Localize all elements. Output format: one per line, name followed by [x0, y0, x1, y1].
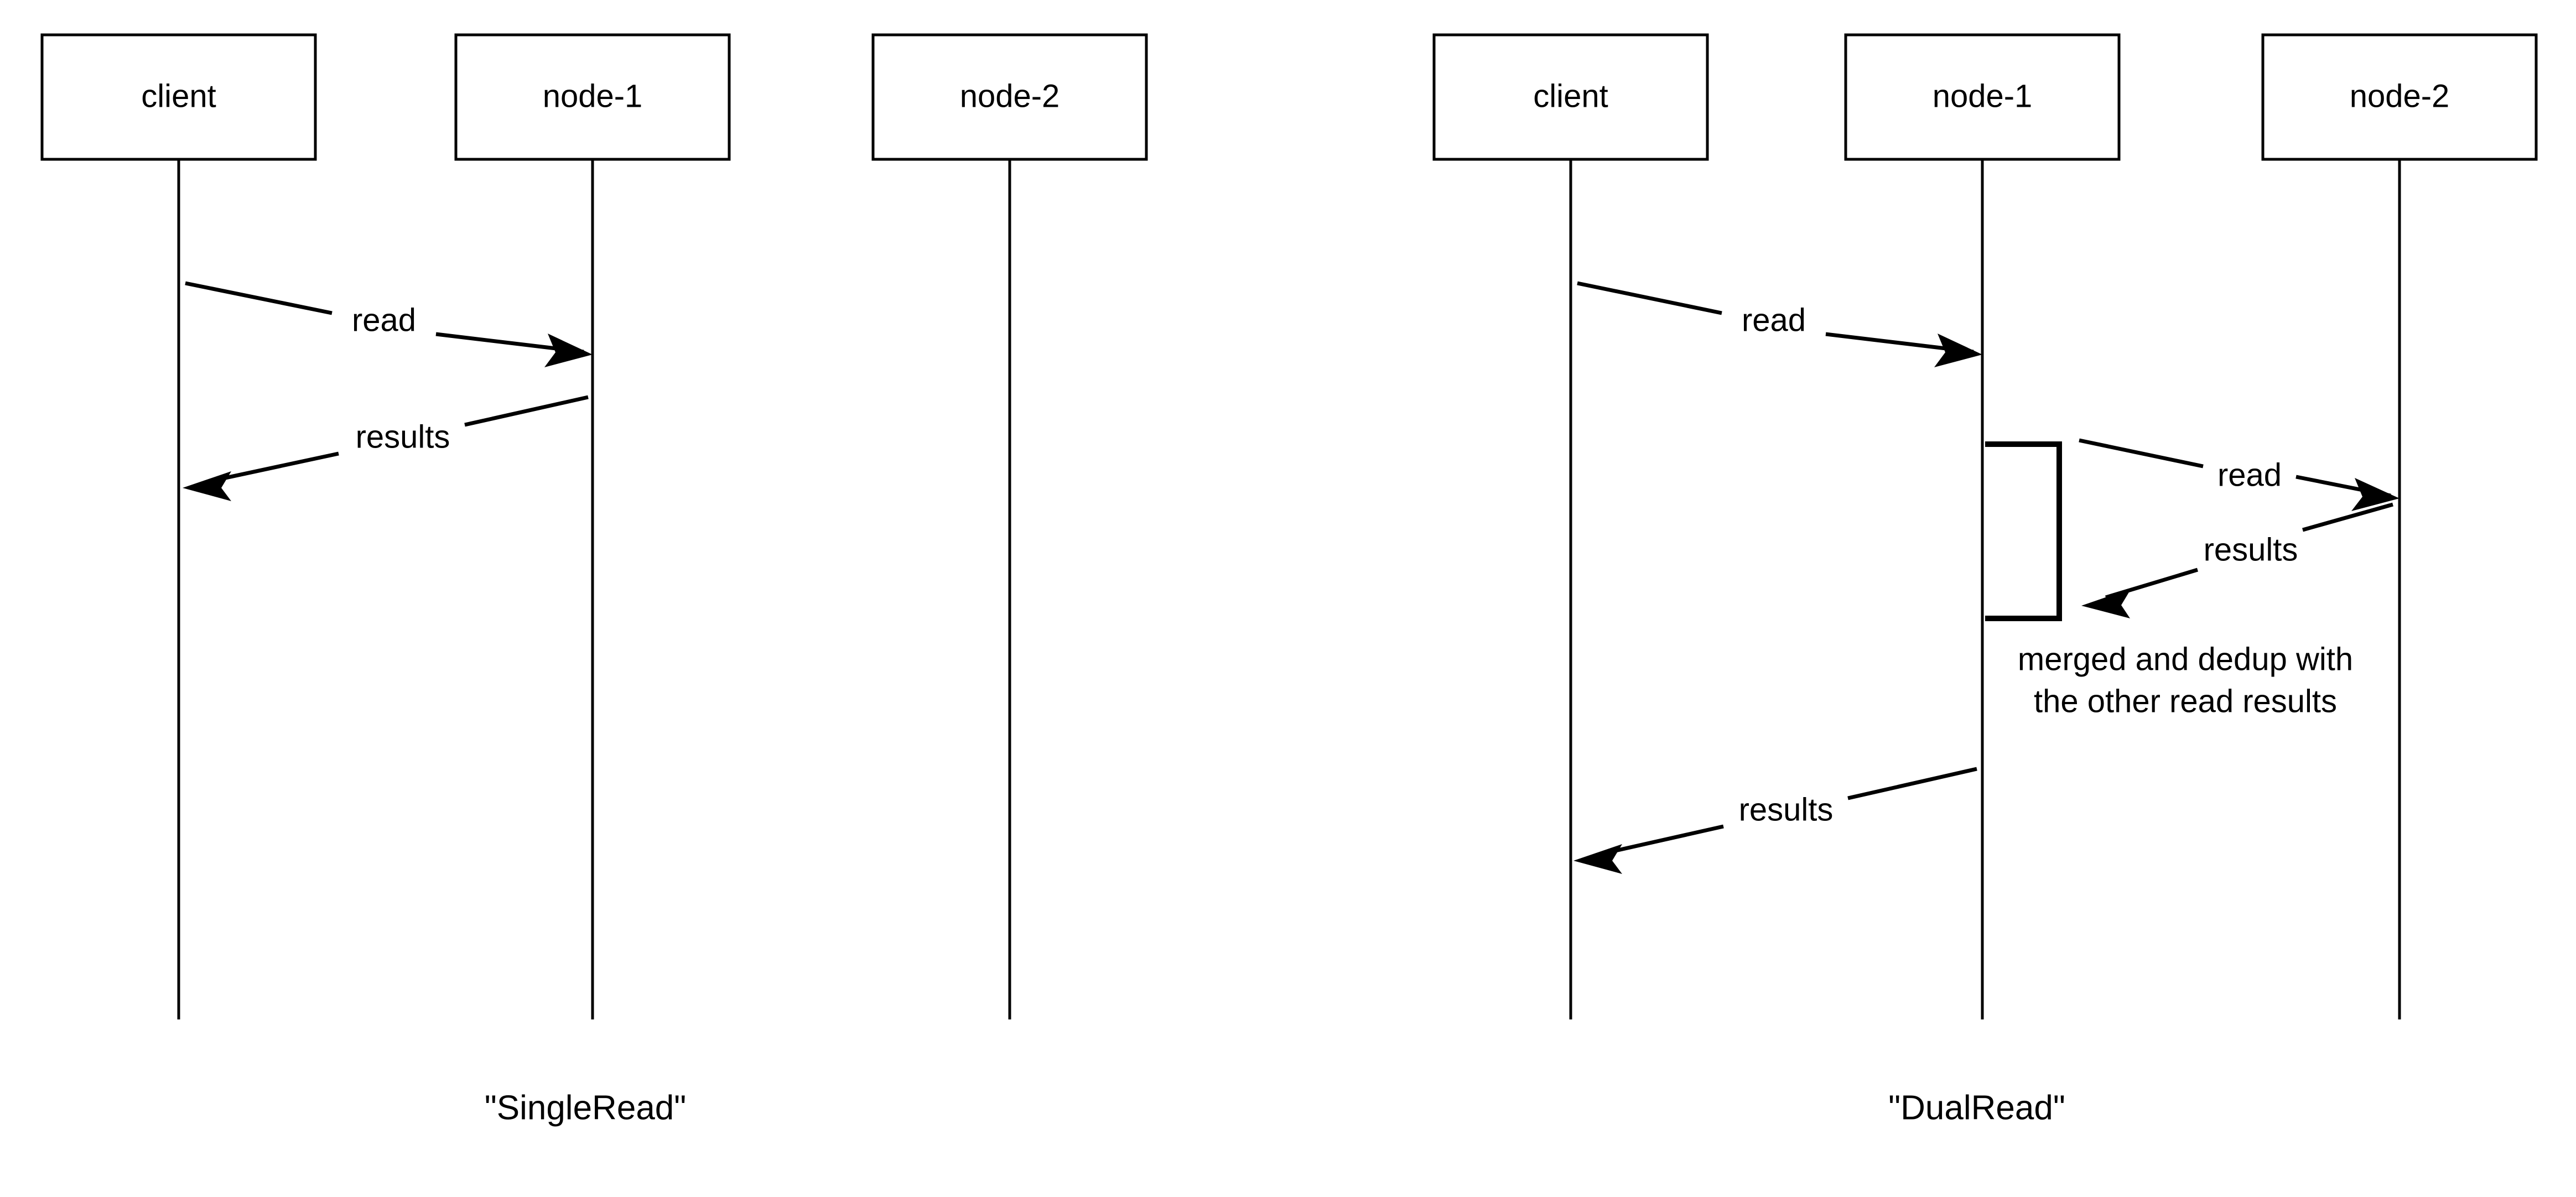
note-line-2: the other read results	[2034, 683, 2337, 719]
panel-caption-dual-read: "DualRead"	[1888, 1089, 2065, 1127]
arrow-head-left	[2081, 589, 2131, 618]
message-line-segment-right	[2302, 502, 2393, 532]
participant-node-2-right[interactable]: node-2	[2261, 33, 2538, 1019]
participant-box-client[interactable]	[1432, 33, 1709, 161]
message-label-read: read	[2217, 457, 2282, 493]
participant-box-node-1[interactable]	[1844, 33, 2121, 161]
participant-node-1-left[interactable]: node-1	[454, 33, 731, 1019]
participant-client-left[interactable]: client	[40, 33, 317, 1019]
panel-dual-read: client node-1 node-2 re	[1432, 33, 2538, 1127]
participant-box-client[interactable]	[40, 33, 317, 161]
participant-client-right[interactable]: client	[1432, 33, 1709, 1019]
message-line-segment-right	[464, 395, 589, 427]
arrow-head-right	[544, 334, 593, 367]
message-label-results: results	[356, 419, 450, 455]
panel-single-read: client node-1 node-2 read	[40, 33, 1148, 1127]
message-label-read: read	[352, 302, 416, 338]
participant-label-node-1: node-1	[543, 78, 643, 114]
message-label-results: results	[1739, 792, 1834, 828]
message-label-results: results	[2204, 532, 2298, 568]
message-read-client-to-node-1[interactable]: read	[185, 281, 593, 367]
message-results-node-1-to-client[interactable]: results	[1573, 767, 1977, 874]
participant-label-node-2: node-2	[2350, 78, 2450, 114]
arrow-head-right	[1934, 334, 1982, 367]
participant-node-2-left[interactable]: node-2	[871, 33, 1148, 1019]
participant-label-client: client	[141, 78, 216, 114]
participant-label-node-2: node-2	[960, 78, 1060, 114]
panel-caption-single-read: "SingleRead"	[485, 1089, 687, 1127]
message-label-read: read	[1742, 302, 1806, 338]
message-read-node-1-to-node-2[interactable]: read	[2079, 438, 2400, 511]
activation-bracket-node-1	[1985, 441, 2062, 621]
message-read-client-to-node-1[interactable]: read	[1577, 281, 1982, 367]
message-line-segment-left	[185, 281, 333, 315]
participant-label-client: client	[1533, 78, 1608, 114]
participant-label-node-1: node-1	[1933, 78, 2033, 114]
message-line-segment-left	[1577, 281, 1722, 315]
participant-box-node-2[interactable]	[2261, 33, 2538, 161]
arrow-head-left	[1573, 844, 1622, 874]
message-results-node-1-to-client[interactable]: results	[183, 395, 589, 501]
participant-box-node-2[interactable]	[871, 33, 1148, 161]
arrow-head-right	[2351, 478, 2400, 511]
message-line-segment-left	[2079, 438, 2204, 469]
participant-node-1-right[interactable]: node-1	[1844, 33, 2121, 1019]
participant-box-node-1[interactable]	[454, 33, 731, 161]
note-merged-dedup: merged and dedup with the other read res…	[2018, 641, 2353, 719]
message-results-node-2-to-node-1[interactable]: results	[2081, 502, 2393, 618]
message-line-segment-right	[1847, 767, 1977, 800]
arrow-head-left	[183, 471, 231, 501]
note-line-1: merged and dedup with	[2018, 641, 2353, 677]
